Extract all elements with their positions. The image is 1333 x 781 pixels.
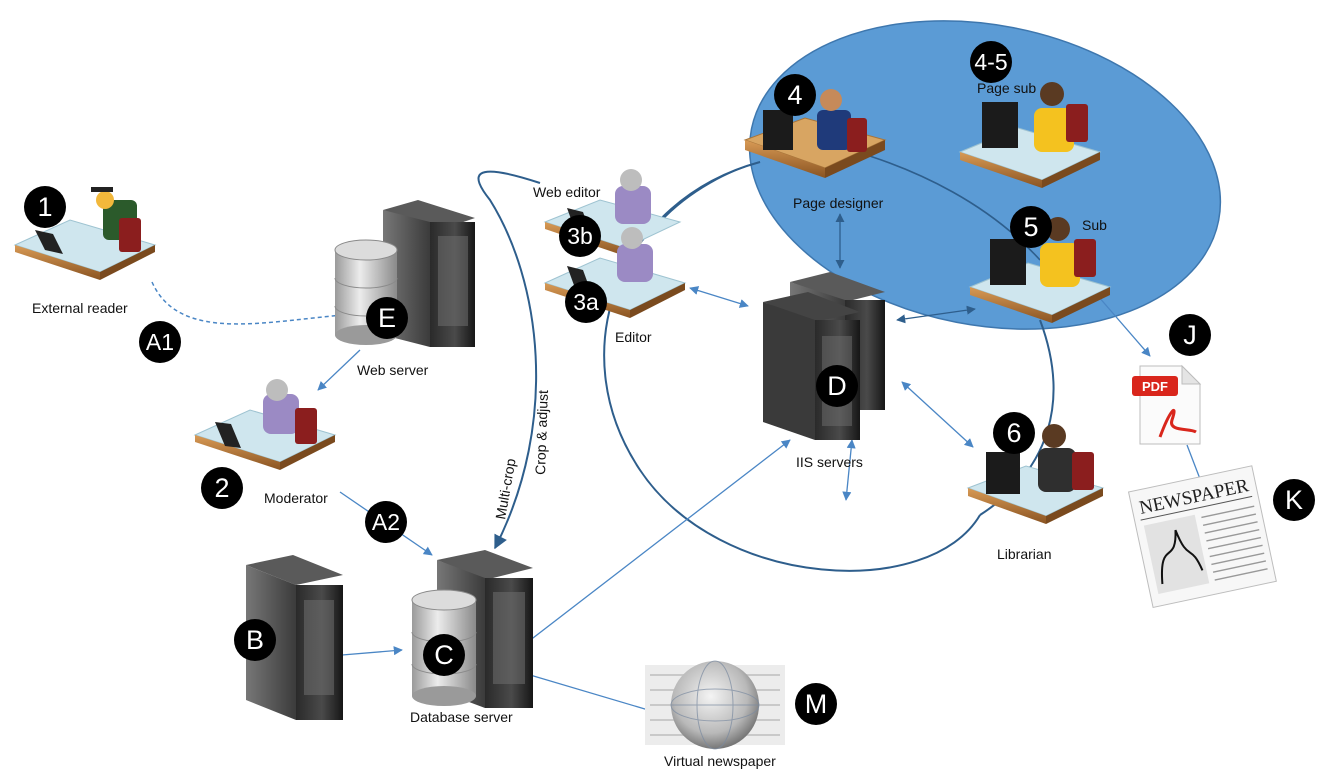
arrow-db-iis	[519, 439, 791, 649]
badge-web-editor-text: 3b	[567, 223, 593, 249]
badge-pdf: J	[1169, 314, 1211, 356]
label-librarian: Librarian	[997, 546, 1051, 562]
badge-page-sub-text: 4-5	[974, 49, 1007, 75]
arrow-b-to-db	[341, 646, 403, 656]
arrow-sub-iis	[896, 305, 976, 324]
label-editor: Editor	[615, 329, 652, 345]
label-external-reader: External reader	[32, 300, 128, 316]
workstation-moderator	[193, 379, 337, 470]
badge-virtual-newspaper: M	[795, 683, 837, 725]
label-crop-adjust: Crop & adjust	[532, 390, 551, 475]
label-iis-servers: IIS servers	[796, 454, 863, 470]
badge-librarian-text: 6	[1006, 418, 1021, 448]
workstation-external-reader	[13, 187, 157, 280]
label-sub: Sub	[1082, 217, 1107, 233]
badge-web-server: E	[366, 297, 408, 339]
badge-a1: A1	[139, 321, 181, 363]
badge-a1-text: A1	[146, 329, 174, 355]
badge-page-designer-text: 4	[787, 80, 802, 110]
arrow-iis-down	[842, 439, 856, 501]
badge-librarian: 6	[993, 412, 1035, 454]
badge-iis-servers: D	[816, 365, 858, 407]
pdf-icon-text: PDF	[1142, 379, 1168, 394]
badge-virtual-newspaper-text: M	[805, 689, 828, 719]
badge-database-server: C	[423, 634, 465, 676]
pdf-document-icon: PDF	[1132, 364, 1202, 445]
label-database-server: Database server	[410, 709, 513, 725]
workstation-page-sub	[958, 82, 1102, 188]
iis-servers-tower	[763, 272, 885, 440]
label-web-editor: Web editor	[533, 184, 601, 200]
badge-moderator-text: 2	[214, 473, 229, 503]
badge-server-b-text: B	[246, 625, 264, 655]
arrow-webserver-to-moderator	[317, 349, 361, 391]
label-moderator: Moderator	[264, 490, 328, 506]
badge-pdf-text: J	[1183, 320, 1197, 350]
web-server-database	[334, 239, 398, 345]
badge-newspaper: K	[1273, 479, 1315, 521]
badge-a2-text: A2	[372, 509, 400, 535]
badge-external-reader: 1	[24, 186, 66, 228]
badge-page-sub: 4-5	[970, 41, 1012, 83]
badge-web-server-text: E	[378, 303, 396, 333]
badge-newspaper-text: K	[1285, 485, 1303, 515]
badge-database-server-text: C	[434, 640, 454, 670]
arrow-iis-librarian	[901, 381, 974, 448]
label-page-sub: Page sub	[977, 80, 1036, 96]
label-multi-crop: Multi-crop	[492, 457, 518, 521]
badge-page-designer: 4	[774, 74, 816, 116]
badge-moderator: 2	[201, 467, 243, 509]
badge-iis-servers-text: D	[827, 371, 847, 401]
workstation-librarian	[966, 424, 1105, 524]
arrow-db-to-virtual	[519, 671, 656, 715]
badge-web-editor: 3b	[559, 215, 601, 257]
newspaper-icon: NEWSPAPER	[1127, 465, 1277, 609]
label-page-designer: Page designer	[793, 195, 884, 211]
label-virtual-newspaper: Virtual newspaper	[664, 753, 776, 769]
badge-sub: 5	[1010, 206, 1052, 248]
badge-editor: 3a	[565, 281, 607, 323]
badge-server-b: B	[234, 619, 276, 661]
arrow-reader-to-webserver	[151, 281, 357, 325]
arrow-editor-iis	[689, 286, 749, 308]
label-web-server: Web server	[357, 362, 429, 378]
virtual-newspaper-image	[645, 660, 785, 750]
badge-sub-text: 5	[1023, 212, 1038, 242]
badge-editor-text: 3a	[573, 289, 599, 315]
badge-a2: A2	[365, 501, 407, 543]
workstation-sub	[968, 217, 1112, 323]
badge-external-reader-text: 1	[37, 192, 52, 222]
workstation-page-designer	[743, 89, 887, 178]
arrow-sub-to-pdf	[1097, 295, 1151, 357]
